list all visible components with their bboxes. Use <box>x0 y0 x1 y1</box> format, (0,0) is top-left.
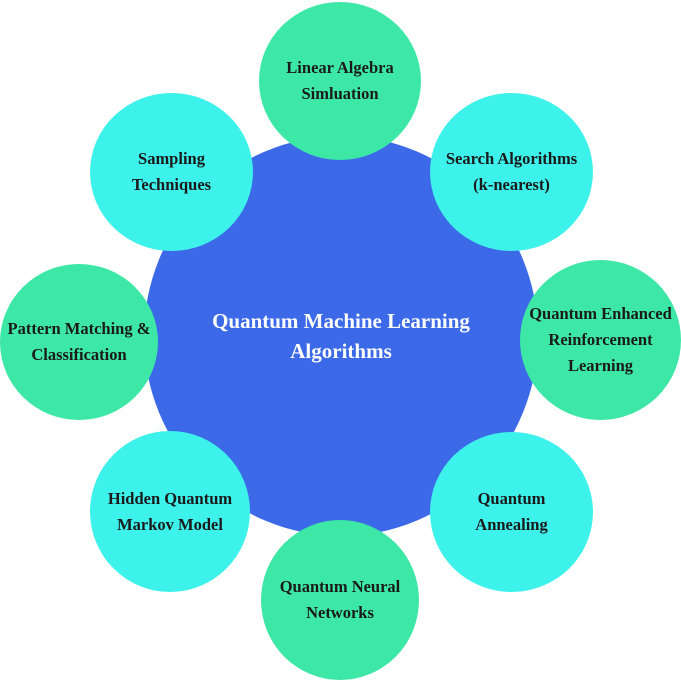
node-linear-algebra: Linear Algebra Simluation <box>259 2 421 160</box>
node-label: Quantum Annealing <box>475 489 548 534</box>
node-label: Hidden Quantum Markov Model <box>107 488 233 534</box>
node-label: Search Algorithms (k-nearest) <box>445 149 578 194</box>
node-label: Sampling Techniques <box>131 149 212 194</box>
node-label: Quantum Neural Networks <box>279 577 401 622</box>
center-title: Quantum Machine Learning Algorithms <box>212 309 470 363</box>
node-pattern-matching: Pattern Matching & Classification <box>0 264 158 420</box>
node-label: Linear Algebra Simluation <box>286 58 394 103</box>
node-quantum-annealing: Quantum Annealing <box>430 432 593 592</box>
node-label: Quantum Enhanced Reinforcement Learning <box>529 304 672 375</box>
node-reinforcement-learning: Quantum Enhanced Reinforcement Learning <box>520 260 681 420</box>
node-search-algorithms: Search Algorithms (k-nearest) <box>430 93 593 251</box>
node-sampling-techniques: Sampling Techniques <box>90 93 253 251</box>
node-label: Pattern Matching & Classification <box>7 319 151 364</box>
node-quantum-neural-networks: Quantum Neural Networks <box>261 520 419 680</box>
node-hidden-quantum-markov: Hidden Quantum Markov Model <box>90 431 250 592</box>
